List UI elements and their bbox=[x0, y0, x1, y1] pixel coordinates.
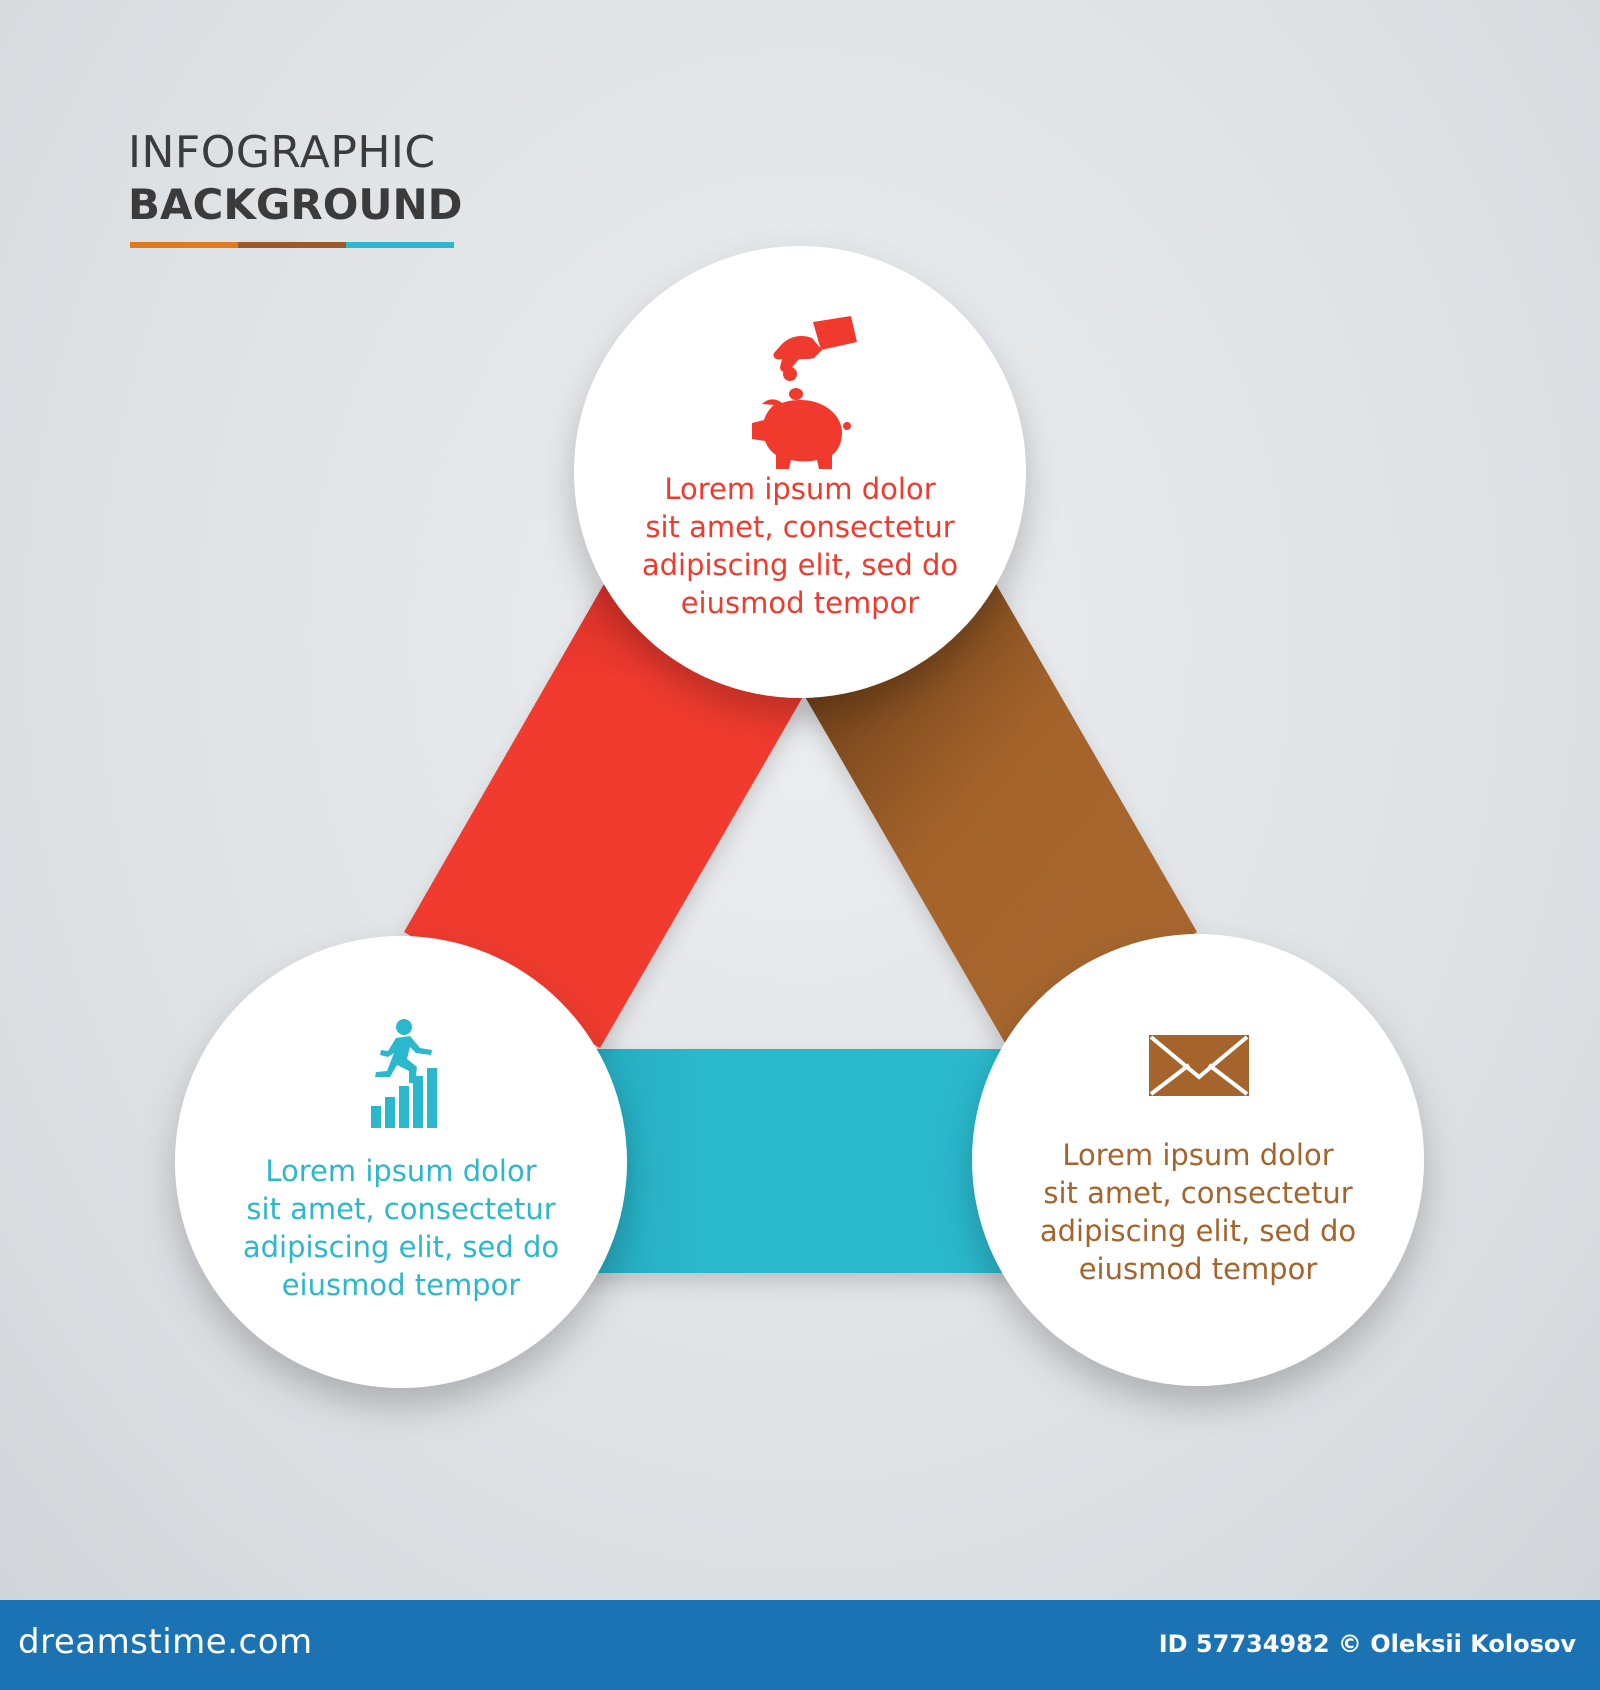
top-node-line-2: sit amet, consectetur bbox=[645, 510, 955, 544]
infographic-title: INFOGRAPHIC BACKGROUND bbox=[128, 128, 468, 232]
right-node-circle bbox=[972, 934, 1424, 1386]
top-node-text: Lorem ipsum dolor sit amet, consectetur … bbox=[620, 470, 980, 622]
underline-segment-brown bbox=[238, 242, 346, 248]
piggy-bank-coin-icon bbox=[752, 316, 857, 469]
left-band bbox=[404, 584, 804, 1048]
triangle-diagram bbox=[175, 246, 1424, 1388]
top-node-line-3: adipiscing elit, sed do bbox=[641, 548, 959, 582]
underline-segment-teal bbox=[346, 242, 454, 248]
title-line-1: INFOGRAPHIC bbox=[128, 127, 436, 178]
footer-credit: ID 57734982 © Oleksii Kolosov bbox=[1158, 1630, 1576, 1658]
watermark-footer-bar: dreamstime.com ID 57734982 © Oleksii Kol… bbox=[0, 1600, 1600, 1690]
top-node-line-1: Lorem ipsum dolor bbox=[664, 472, 936, 506]
right-band bbox=[804, 584, 1197, 1043]
left-node-line-1: Lorem ipsum dolor bbox=[265, 1154, 537, 1188]
right-node-line-2: sit amet, consectetur bbox=[1043, 1176, 1353, 1210]
title-line-2: BACKGROUND bbox=[128, 180, 463, 229]
right-node-text: Lorem ipsum dolor sit amet, consectetur … bbox=[1018, 1136, 1378, 1288]
right-node-line-3: adipiscing elit, sed do bbox=[1039, 1214, 1357, 1248]
left-node-line-4: eiusmod tempor bbox=[281, 1268, 521, 1302]
infographic-canvas: INFOGRAPHIC BACKGROUND Lorem ipsum dolor… bbox=[0, 0, 1600, 1600]
right-node-line-4: eiusmod tempor bbox=[1078, 1252, 1318, 1286]
left-node-text: Lorem ipsum dolor sit amet, consectetur … bbox=[221, 1152, 581, 1304]
left-node-line-2: sit amet, consectetur bbox=[246, 1192, 556, 1226]
left-node-line-3: adipiscing elit, sed do bbox=[242, 1230, 560, 1264]
underline-segment-orange bbox=[130, 242, 238, 248]
bottom-band bbox=[560, 1049, 1016, 1273]
top-node-line-4: eiusmod tempor bbox=[680, 586, 920, 620]
top-node-circle bbox=[574, 246, 1026, 698]
envelope-icon bbox=[1149, 1035, 1249, 1096]
footer-brand: dreamstime.com bbox=[18, 1622, 313, 1662]
title-underline bbox=[130, 242, 454, 248]
running-man-growth-chart-icon bbox=[371, 1019, 437, 1128]
right-node-line-1: Lorem ipsum dolor bbox=[1062, 1138, 1334, 1172]
left-node-circle bbox=[175, 936, 627, 1388]
